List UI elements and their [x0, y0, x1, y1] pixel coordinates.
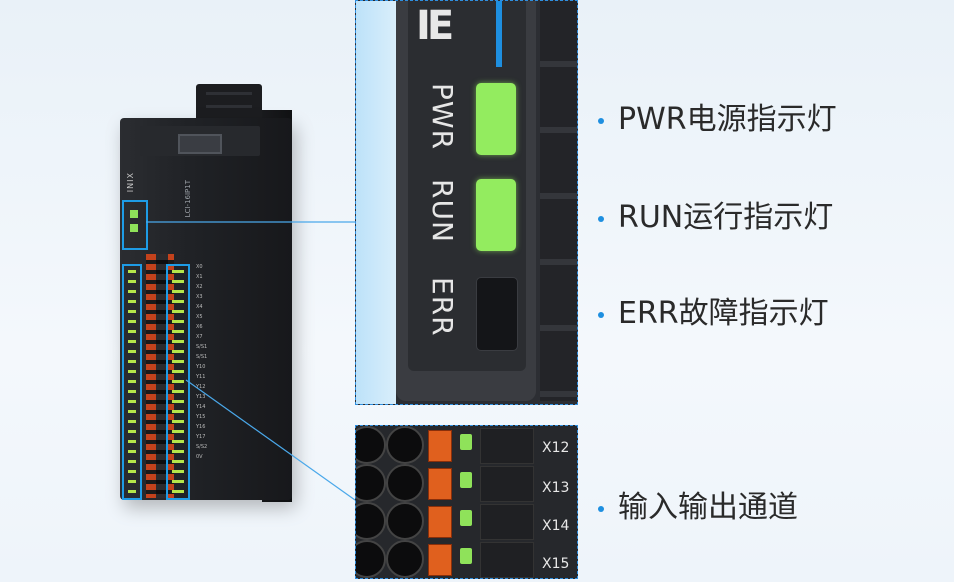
channel-label: X13: [542, 480, 570, 496]
terminal-label: Y13: [196, 394, 206, 400]
io-led: [460, 434, 472, 450]
channel-label: X12: [542, 440, 570, 456]
bullet-icon: [598, 117, 604, 124]
legend-item-run: RUN运行指示灯: [598, 192, 833, 236]
terminal-label: X1: [196, 274, 203, 280]
device-top-ribs: [206, 92, 252, 108]
terminal-label: Y17: [196, 434, 206, 440]
terminal-label: Y11: [196, 374, 206, 380]
bullet-icon: [598, 215, 604, 222]
legend-item-pwr: PWR电源指示灯: [598, 94, 837, 138]
terminal-label: S/S1: [196, 344, 208, 350]
terminal-label: Y10: [196, 364, 206, 370]
io-led: [460, 510, 472, 526]
terminal-label: Y16: [196, 424, 206, 430]
mini-pwr-led: [130, 210, 138, 218]
terminal-label: X7: [196, 334, 203, 340]
bullet-icon: [598, 505, 604, 512]
terminal-label: Y14: [196, 404, 206, 410]
terminal-label: S/S2: [196, 444, 208, 450]
run-label: RUN: [426, 179, 459, 243]
terminal-label: Y12: [196, 384, 206, 390]
blue-accent-slot: [496, 1, 502, 67]
mini-run-led: [130, 224, 138, 232]
terminal-label: S/S1: [196, 354, 208, 360]
err-indicator-light: [476, 277, 518, 351]
terminal-label: X6: [196, 324, 203, 330]
terminal-label: Y15: [196, 414, 206, 420]
terminal-holes: [156, 254, 168, 498]
ethernet-port: [178, 134, 222, 154]
status-led-highlight: [122, 200, 148, 250]
channel-label: X15: [542, 556, 570, 572]
terminal-label: X5: [196, 314, 203, 320]
io-led: [460, 472, 472, 488]
terminal-label: X0: [196, 264, 203, 270]
io-led-highlight-left: [122, 264, 142, 500]
callout-line-io: [185, 379, 356, 501]
logo-fragment: IE: [416, 3, 454, 49]
legend-item-io: 输入输出通道: [598, 482, 798, 526]
err-label: ERR: [426, 277, 459, 337]
terminal-label: 0V: [196, 454, 203, 460]
terminal-label: X3: [196, 294, 203, 300]
bullet-icon: [598, 311, 604, 318]
legend-item-err: ERR故障指示灯: [598, 288, 829, 332]
io-led: [460, 548, 472, 564]
run-indicator-light: [476, 179, 516, 251]
pwr-indicator-light: [476, 83, 516, 155]
zoom-status-panel: IE PWR RUN ERR: [355, 0, 578, 405]
zoom-io-panel: X12 X13 X14 X15: [355, 425, 578, 579]
pwr-label: PWR: [426, 83, 459, 151]
terminal-label: X4: [196, 304, 203, 310]
channel-label: X14: [542, 518, 570, 534]
terminal-label: X2: [196, 284, 203, 290]
